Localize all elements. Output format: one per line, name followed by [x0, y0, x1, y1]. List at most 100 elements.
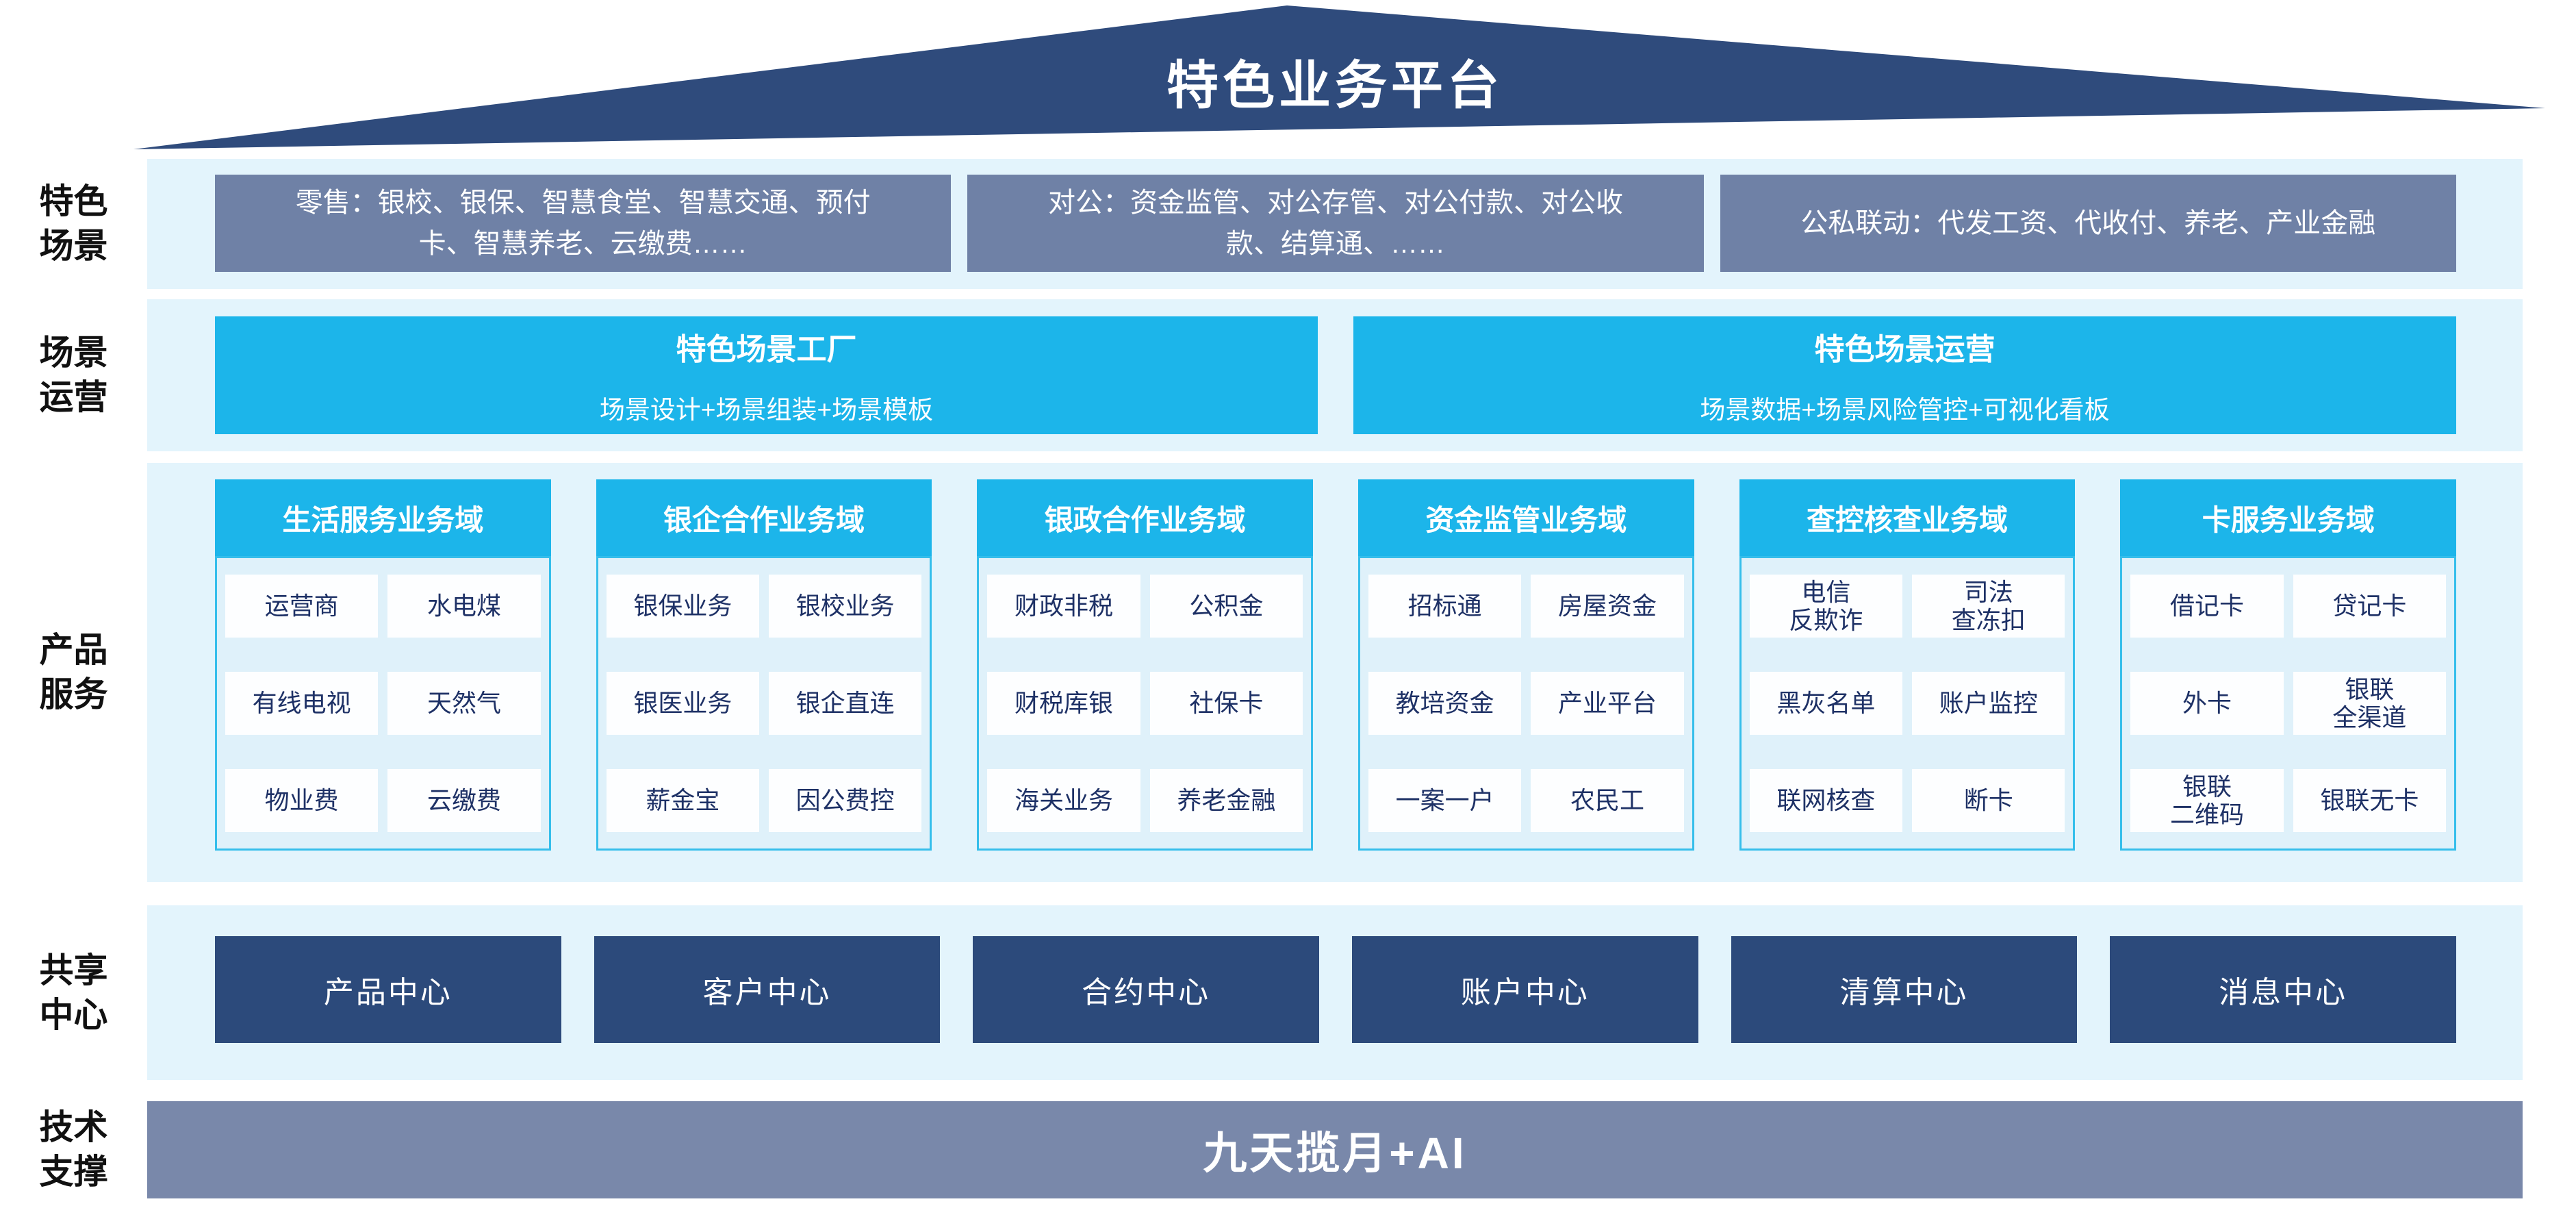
product-cell: 教培资金 [1368, 672, 1522, 735]
shared-center-account: 账户中心 [1352, 936, 1698, 1043]
product-cell: 财政非税 [987, 575, 1140, 638]
cell-row: 一案一户 农民工 [1368, 769, 1684, 832]
operation-band: 特色场景工厂 场景设计+场景组装+场景模板 特色场景运营 场景数据+场景风险管控… [147, 299, 2523, 451]
cell-row: 物业费 云缴费 [225, 769, 541, 832]
side-label-shared: 共享 中心 [39, 951, 108, 1034]
side-label-products: 产品 服务 [39, 631, 108, 714]
product-cell: 物业费 [225, 769, 379, 832]
scene-operation-subtitle: 场景数据+场景风险管控+可视化看板 [1700, 396, 2110, 424]
cell-row: 薪金宝 因公费控 [606, 769, 922, 832]
cell-row: 财税库银 社保卡 [987, 672, 1303, 735]
product-cell: 云缴费 [387, 769, 541, 832]
scene-factory-box: 特色场景工厂 场景设计+场景组装+场景模板 [215, 316, 1318, 434]
product-cell: 水电煤 [387, 575, 541, 638]
cell-row: 外卡 银联 全渠道 [2130, 672, 2447, 735]
column-header: 资金监管业务域 [1358, 479, 1694, 556]
product-cell: 借记卡 [2130, 575, 2284, 638]
side-label-tech: 技术 支撑 [39, 1108, 108, 1191]
scene-factory-subtitle: 场景设计+场景组装+场景模板 [599, 396, 934, 424]
cell-row: 教培资金 产业平台 [1368, 672, 1684, 735]
product-cell: 银联 二维码 [2130, 769, 2284, 832]
column-panel: 招标通 房屋资金 教培资金 产业平台 一案一户 农民工 [1358, 556, 1694, 851]
cell-row: 黑灰名单 账户监控 [1749, 672, 2065, 735]
product-cell: 养老金融 [1149, 769, 1303, 832]
cell-row: 财政非税 公积金 [987, 575, 1303, 638]
product-cell: 有线电视 [225, 672, 379, 735]
column-header: 查控核查业务域 [1739, 479, 2076, 556]
side-label-scenes: 特色 场景 [39, 182, 108, 265]
product-cell: 黑灰名单 [1749, 672, 1903, 735]
product-cell: 招标通 [1368, 575, 1522, 638]
product-cell: 贷记卡 [2293, 575, 2447, 638]
product-cell: 银企直连 [769, 672, 922, 735]
scene-box-public-private: 公私联动：代发工资、代收付、养老、产业金融 [1720, 175, 2456, 272]
product-cell: 断卡 [1912, 769, 2065, 832]
product-cell: 产业平台 [1531, 672, 1684, 735]
shared-center-clearing: 清算中心 [1731, 936, 2078, 1043]
product-cell: 银校业务 [769, 575, 922, 638]
scene-operation-box: 特色场景运营 场景数据+场景风险管控+可视化看板 [1353, 316, 2456, 434]
product-cell: 天然气 [387, 672, 541, 735]
cell-row: 有线电视 天然气 [225, 672, 541, 735]
cell-row: 海关业务 养老金融 [987, 769, 1303, 832]
product-column-fund-supervision: 资金监管业务域 招标通 房屋资金 教培资金 产业平台 一案一户 农民工 [1358, 479, 1694, 851]
scene-box-row: 零售：银校、银保、智慧食堂、智慧交通、预付 卡、智慧养老、云缴费…… 对公：资金… [215, 175, 2456, 272]
scene-box-corporate: 对公：资金监管、对公存管、对公付款、对公收 款、结算通、…… [967, 175, 1704, 272]
shared-center-message: 消息中心 [2110, 936, 2457, 1043]
cell-row: 联网核查 断卡 [1749, 769, 2065, 832]
column-panel: 电信 反欺诈 司法 查冻扣 黑灰名单 账户监控 联网核查 断卡 [1739, 556, 2076, 851]
product-column-inspection-verification: 查控核查业务域 电信 反欺诈 司法 查冻扣 黑灰名单 账户监控 联网核查 断卡 [1739, 479, 2076, 851]
shared-center-customer: 客户中心 [594, 936, 941, 1043]
cell-row: 招标通 房屋资金 [1368, 575, 1684, 638]
product-band: 生活服务业务域 运营商 水电煤 有线电视 天然气 物业费 云缴费 [147, 463, 2523, 882]
column-panel: 银保业务 银校业务 银医业务 银企直连 薪金宝 因公费控 [596, 556, 932, 851]
product-cell: 银联 全渠道 [2293, 672, 2447, 735]
product-cell: 社保卡 [1149, 672, 1303, 735]
product-column-life-services: 生活服务业务域 运营商 水电煤 有线电视 天然气 物业费 云缴费 [215, 479, 551, 851]
product-cell: 因公费控 [769, 769, 922, 832]
cell-row: 银医业务 银企直连 [606, 672, 922, 735]
tech-support-band: 九天揽月+AI [147, 1101, 2523, 1198]
product-cell: 一案一户 [1368, 769, 1522, 832]
column-panel: 借记卡 贷记卡 外卡 银联 全渠道 银联 二维码 银联无卡 [2120, 556, 2457, 851]
product-cell: 公积金 [1149, 575, 1303, 638]
shared-center-row: 产品中心 客户中心 合约中心 账户中心 清算中心 消息中心 [215, 936, 2457, 1043]
scene-factory-title: 特色场景工厂 [676, 333, 857, 366]
cell-row: 电信 反欺诈 司法 查冻扣 [1749, 575, 2065, 638]
column-header: 银企合作业务域 [596, 479, 932, 556]
product-column-bank-enterprise: 银企合作业务域 银保业务 银校业务 银医业务 银企直连 薪金宝 因公费控 [596, 479, 932, 851]
product-cell: 电信 反欺诈 [1749, 575, 1903, 638]
column-header: 卡服务业务域 [2120, 479, 2457, 556]
cell-row: 运营商 水电煤 [225, 575, 541, 638]
product-cell: 银联无卡 [2293, 769, 2447, 832]
product-cell: 联网核查 [1749, 769, 1903, 832]
column-panel: 运营商 水电煤 有线电视 天然气 物业费 云缴费 [215, 556, 551, 851]
roof-banner-shape [133, 5, 2545, 149]
column-header: 银政合作业务域 [977, 479, 1314, 556]
product-cell: 薪金宝 [606, 769, 760, 832]
column-panel: 财政非税 公积金 财税库银 社保卡 海关业务 养老金融 [977, 556, 1314, 851]
side-label-operations: 场景 运营 [39, 334, 108, 416]
product-cell: 农民工 [1531, 769, 1684, 832]
product-column-card-services: 卡服务业务域 借记卡 贷记卡 外卡 银联 全渠道 银联 二维码 银联无卡 [2120, 479, 2457, 851]
shared-center-product: 产品中心 [215, 936, 561, 1043]
product-cell: 账户监控 [1912, 672, 2065, 735]
product-cell: 运营商 [225, 575, 379, 638]
product-cell: 银医业务 [606, 672, 760, 735]
product-cell: 银保业务 [606, 575, 760, 638]
scene-operation-title: 特色场景运营 [1814, 333, 1995, 366]
shared-center-band: 产品中心 客户中心 合约中心 账户中心 清算中心 消息中心 [147, 905, 2523, 1080]
product-column-bank-government: 银政合作业务域 财政非税 公积金 财税库银 社保卡 海关业务 养老金融 [977, 479, 1314, 851]
product-cell: 房屋资金 [1531, 575, 1684, 638]
column-header: 生活服务业务域 [215, 479, 551, 556]
cell-row: 银保业务 银校业务 [606, 575, 922, 638]
product-cell: 财税库银 [987, 672, 1140, 735]
scene-band: 零售：银校、银保、智慧食堂、智慧交通、预付 卡、智慧养老、云缴费…… 对公：资金… [147, 159, 2523, 289]
scene-box-retail: 零售：银校、银保、智慧食堂、智慧交通、预付 卡、智慧养老、云缴费…… [215, 175, 952, 272]
operation-box-row: 特色场景工厂 场景设计+场景组装+场景模板 特色场景运营 场景数据+场景风险管控… [215, 316, 2456, 434]
shared-center-contract: 合约中心 [973, 936, 1320, 1043]
product-column-row: 生活服务业务域 运营商 水电煤 有线电视 天然气 物业费 云缴费 [215, 479, 2457, 851]
cell-row: 银联 二维码 银联无卡 [2130, 769, 2447, 832]
product-cell: 海关业务 [987, 769, 1140, 832]
